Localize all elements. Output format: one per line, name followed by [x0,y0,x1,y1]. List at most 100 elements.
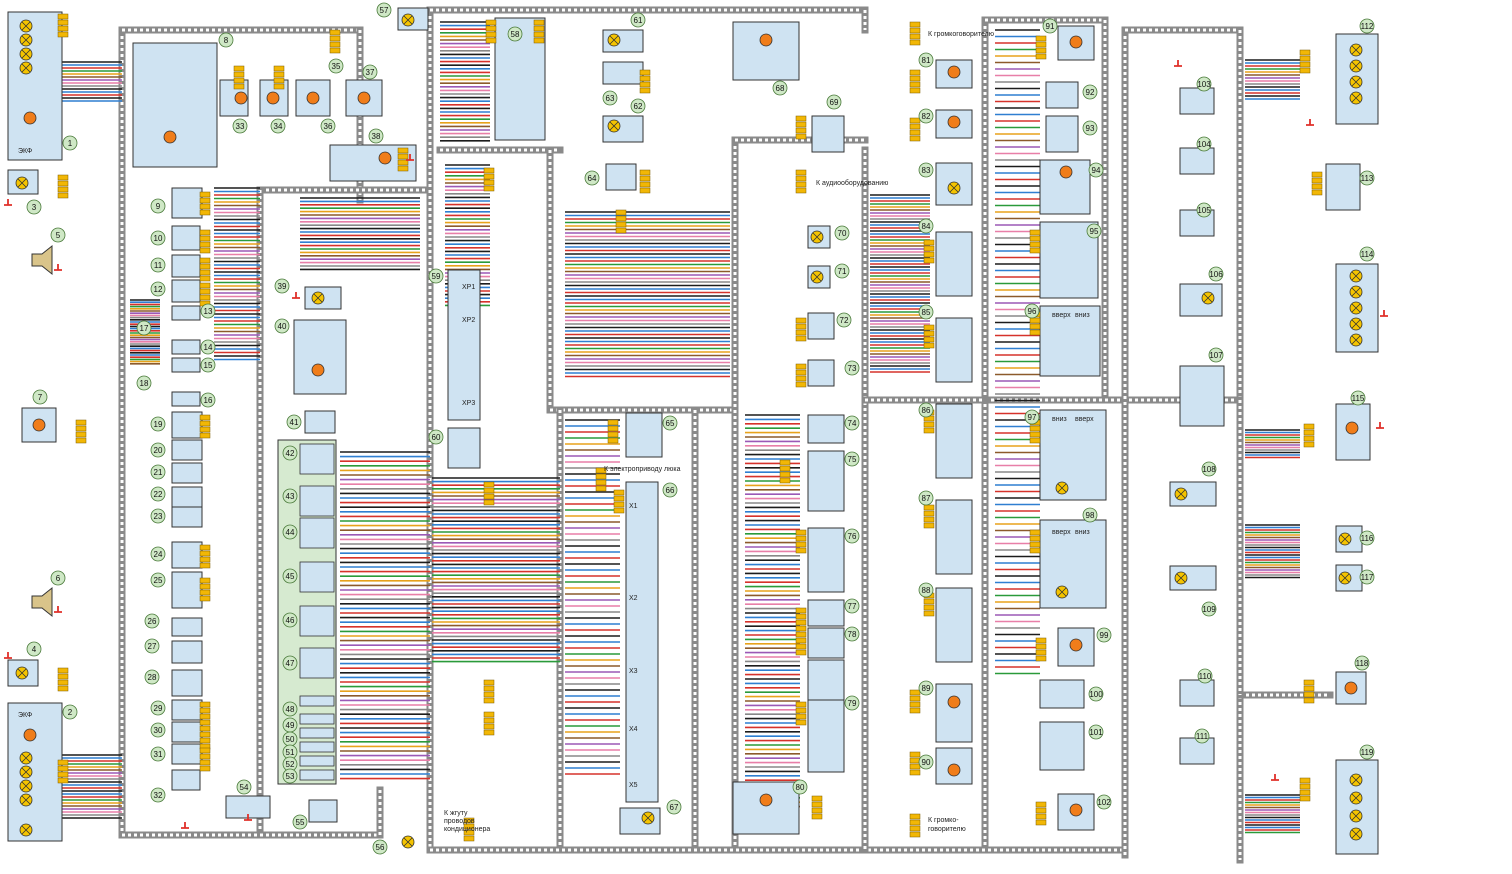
comp-92 [1045,81,1079,109]
component-number-115: 115 [1352,394,1365,403]
actuator-5 [266,91,280,105]
actuator-17 [947,695,961,709]
conn-76-pin-1 [795,535,807,542]
comp-100 [1039,679,1085,709]
component-number-59: 59 [432,272,441,281]
conn-10-pin-1 [199,235,211,242]
component-badge-70 [834,225,850,241]
comp-86 [935,403,973,479]
conn-ac-pin-2 [463,829,475,836]
conn-99-pin-3 [1035,655,1047,662]
component-badge-32 [150,787,166,803]
component-badge-9 [150,198,166,214]
component-badge-53 [282,768,298,784]
component-number-113: 113 [1361,174,1374,183]
comp-55 [308,799,338,823]
component-number-55: 55 [296,818,305,827]
conn-audio-pin-3 [795,187,807,194]
conn-9-pin-0 [199,191,211,198]
component-number-27: 27 [148,642,157,651]
lamp-cross-6 [21,753,31,763]
comp-98 [1039,519,1107,609]
component-badge-6 [50,570,66,586]
component-number-28: 28 [148,673,157,682]
component-number-60: 60 [432,433,441,442]
component-number-68: 68 [776,84,785,93]
conn-102-pin-0 [1035,801,1047,808]
conn-96-pin-2 [1029,323,1041,330]
component-badge-19 [150,416,166,432]
component-badge-40 [274,318,290,334]
to-speaker-label-bottom-2: говорителю [928,826,966,833]
conn-59b-pin-3 [483,499,495,506]
component-badge-75 [844,451,860,467]
conn-11-pin-2 [199,269,211,276]
ground-7 [1306,119,1314,126]
component-badge-12 [150,281,166,297]
component-badge-55 [292,814,308,830]
conn-119-pin-2 [1299,789,1311,796]
to-audio-label: К аудиооборудованию [816,179,888,187]
conn-79-pin-1 [795,707,807,714]
conn-73-pin-2 [795,375,807,382]
comp-75 [807,450,845,512]
component-badge-56 [372,839,388,855]
conn-3-pin-0 [57,174,69,181]
ground-9 [1380,310,1388,317]
component-badge-42 [282,445,298,461]
actuator-19 [1344,681,1358,695]
conn-63-pin-1 [639,75,651,82]
component-number-69: 69 [830,98,839,107]
component-number-105: 105 [1197,206,1211,215]
comp-59 [447,269,481,421]
component-badge-98 [1082,507,1098,523]
comp-79 [807,659,845,701]
conn-speaker-bottom-pin-1 [909,819,921,826]
conn-95-pin-0 [1029,229,1041,236]
ground-0 [4,199,12,206]
component-badge-63 [602,90,618,106]
conn-119-pin-0 [1299,777,1311,784]
conn-1-pin-0 [57,13,69,20]
conn-96-pin-1 [1029,317,1041,324]
comp-76 [807,527,845,593]
component-badge-1 [62,135,78,151]
conn-34-pin-3 [273,83,285,90]
conn-35-pin-2 [329,41,341,48]
component-badge-46 [282,612,298,628]
labels-layer: ЭКФ ЭКФ К громкоговорителю К аудиооборуд… [18,31,1094,833]
xp1-label: XP1 [462,284,475,291]
actuator-8 [378,151,392,165]
conn-90-pin-1 [909,757,921,764]
conn-91-pin-0 [1035,35,1047,42]
lamp-cross-39 [403,837,413,847]
component-badge-114 [1359,246,1375,262]
conn-88-pin-1 [923,598,935,605]
conn-113-pin-2 [1311,183,1323,190]
comp-104 [1179,147,1215,175]
conn-25-pin-2 [199,589,211,596]
conn-79-pin-0 [795,701,807,708]
component-badge-66 [662,482,678,498]
component-number-32: 32 [154,791,163,800]
component-badge-2 [62,704,78,720]
relay-45 [299,561,335,593]
component-number-84: 84 [922,222,931,231]
conn-24-pin-2 [199,556,211,563]
conn-95-pin-2 [1029,241,1041,248]
conn-58a-pin-0 [485,19,497,26]
conn-19-pin-0 [199,414,211,421]
up-label-c: вверх [1052,529,1071,536]
lamp-cross-2 [21,49,31,59]
conn-84-pin-3 [923,257,935,264]
component-number-16: 16 [204,396,213,405]
lamp-cross-27 [1351,303,1361,313]
component-number-102: 102 [1097,798,1111,807]
component-number-44: 44 [286,528,295,537]
component-badge-35 [328,58,344,74]
conn-59d-pin-1 [483,717,495,724]
component-number-43: 43 [286,492,295,501]
component-number-96: 96 [1028,307,1037,316]
conn-30-pin-0 [199,725,211,732]
